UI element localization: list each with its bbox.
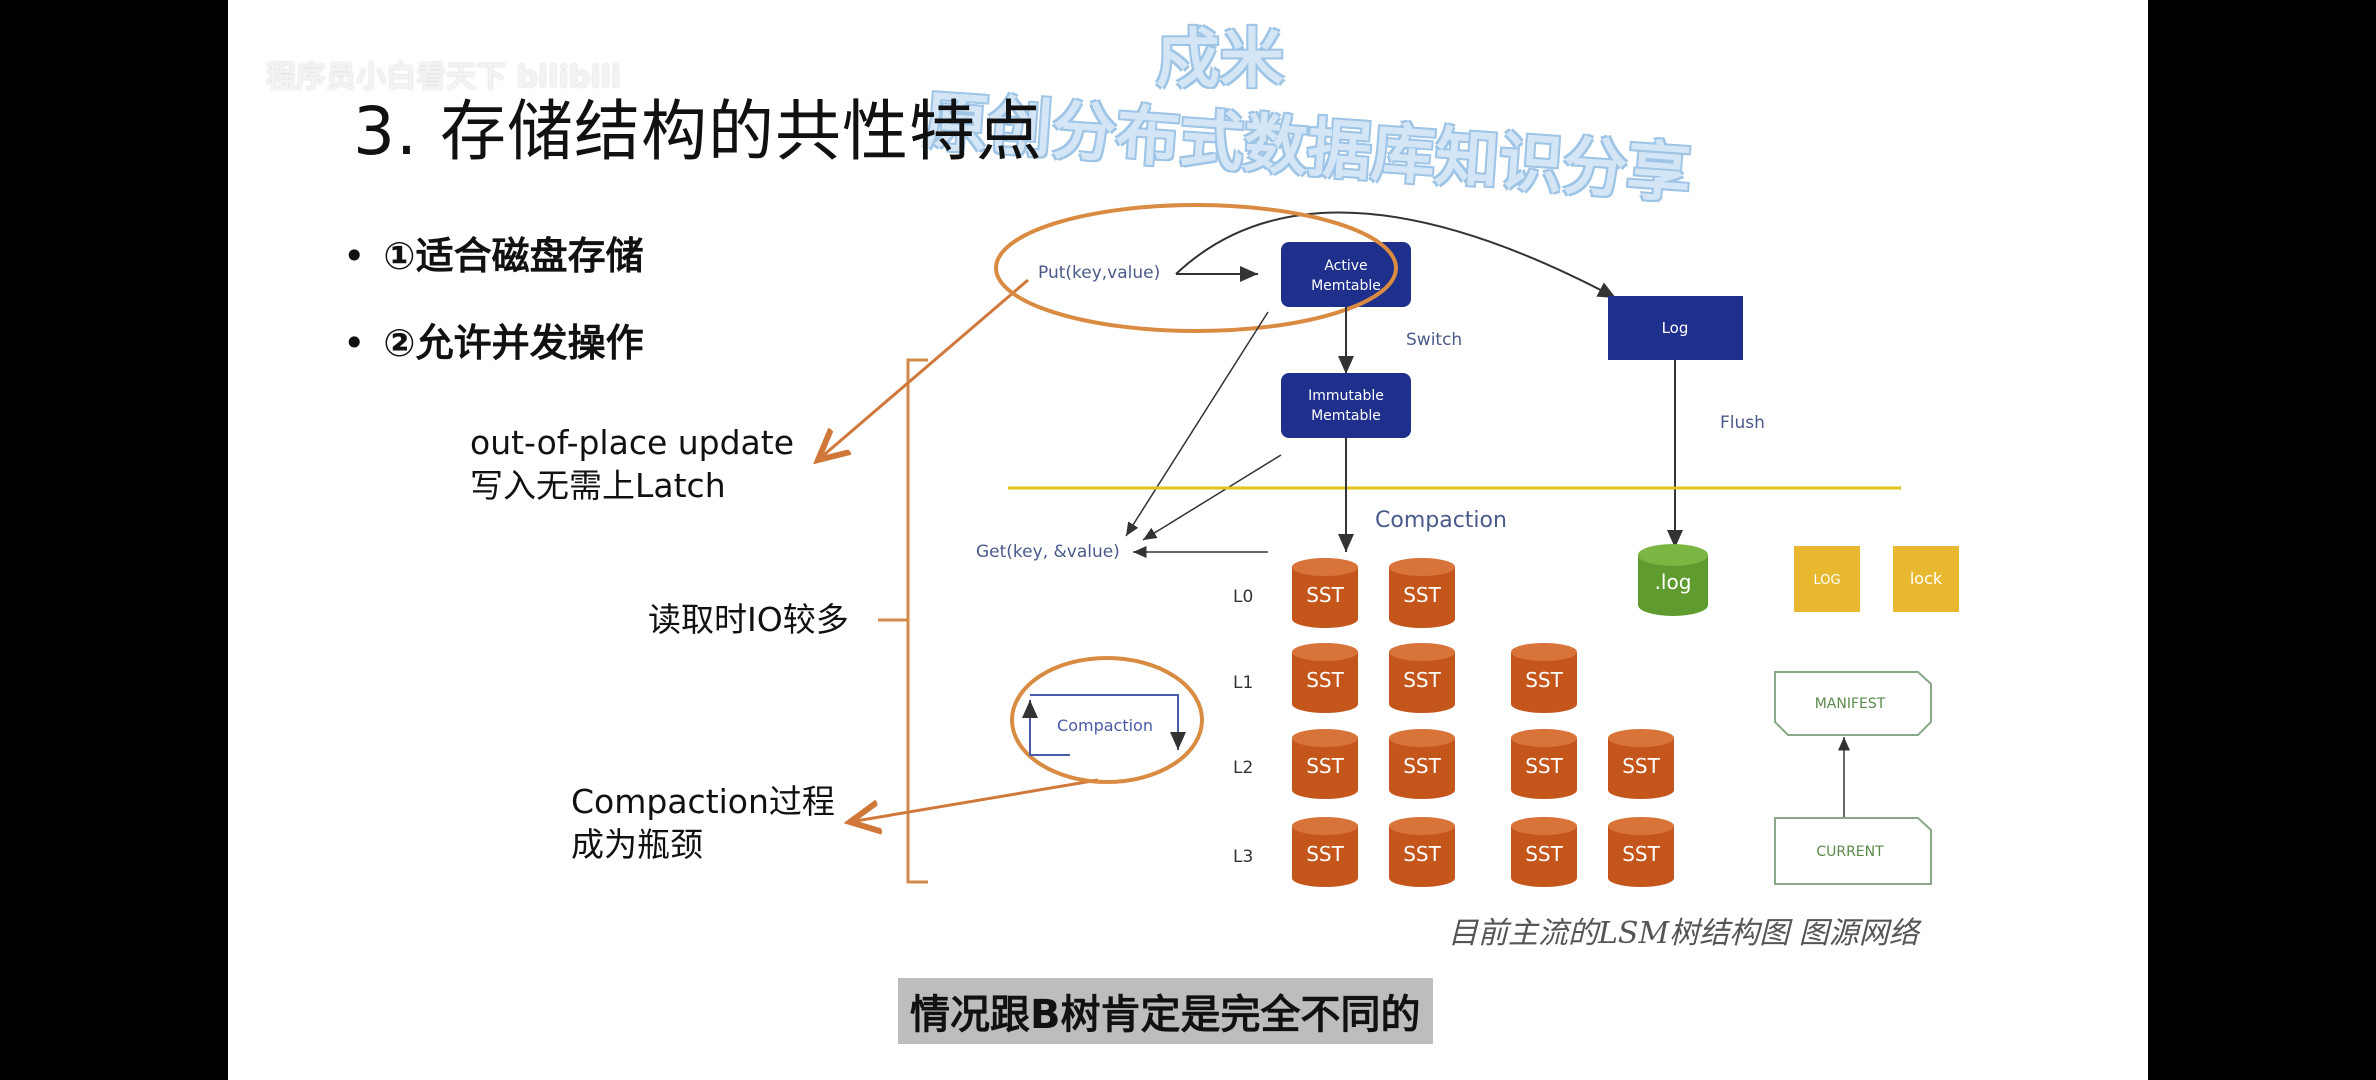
active-memtable-label: Memtable	[1311, 278, 1381, 294]
current-box	[1774, 817, 1932, 885]
note-line: out-of-place update	[470, 423, 795, 462]
sst-label: SST	[1525, 668, 1563, 692]
sst-file: SST	[1608, 729, 1674, 799]
sst-label: SST	[1403, 668, 1441, 692]
sst-file: SST	[1511, 817, 1577, 887]
slide: 程序员小白看天下 bilibili 戍米 原创分布式数据库知识分享 3. 存储结…	[228, 0, 2148, 1080]
sst-file: SST	[1292, 558, 1358, 628]
compaction-highlight-ring	[1010, 656, 1204, 784]
log-file-box	[1794, 546, 1860, 612]
compaction-loop-left	[1022, 700, 1070, 756]
get-from-immutable	[1142, 454, 1282, 541]
sst-label: SST	[1403, 842, 1441, 866]
lsm-tree-diagram: Put(key,value) Active Memtable Switch Im…	[228, 203, 1959, 887]
manifest-label: MANIFEST	[1815, 696, 1886, 712]
sst-label: SST	[1306, 583, 1344, 607]
compaction-loop-label: Compaction	[1057, 716, 1153, 735]
sst-label: SST	[1403, 583, 1441, 607]
immutable-memtable-box	[1281, 373, 1411, 438]
bullet-text: ②允许并发操作	[383, 321, 644, 365]
flush-label: Flush	[1720, 413, 1765, 433]
sst-label: SST	[1525, 842, 1563, 866]
sst-file: SST	[1389, 817, 1455, 887]
put-to-log-arrow	[1175, 211, 1617, 299]
get-from-active	[1125, 311, 1269, 537]
level-label: L2	[1233, 758, 1253, 778]
diagram-caption: 目前主流的LSM树结构图 图源网络	[1448, 916, 1919, 951]
get-label: Get(key, &value)	[976, 542, 1120, 562]
sst-file: SST	[1511, 643, 1577, 713]
top-left-watermark: 程序员小白看天下 bilibili	[266, 60, 622, 95]
video-subtitle: 情况跟B树肯定是完全不同的	[898, 978, 1433, 1044]
bullet-marker: •	[343, 234, 366, 278]
sst-file: SST	[1608, 817, 1674, 887]
switch-label: Switch	[1406, 330, 1462, 350]
note-line: 写入无需上Latch	[470, 466, 726, 505]
put-label: Put(key,value)	[1038, 263, 1160, 283]
sst-label: SST	[1306, 754, 1344, 778]
sst-label: SST	[1306, 842, 1344, 866]
note-compaction-bottleneck: Compaction过程 成为瓶颈	[571, 780, 835, 866]
pointer-compaction	[850, 778, 1099, 822]
sst-file: SST	[1292, 643, 1358, 713]
immutable-memtable-label: Immutable	[1308, 388, 1384, 404]
log-box	[1608, 296, 1743, 360]
left-bracket	[878, 358, 928, 884]
log-file-cylinder: .log	[1638, 544, 1708, 616]
active-memtable-box	[1281, 242, 1411, 307]
note-out-of-place: out-of-place update 写入无需上Latch	[470, 421, 794, 507]
lock-file-box	[1893, 546, 1959, 612]
note-read-io: 读取时IO较多	[648, 600, 849, 639]
sst-file: SST	[1292, 817, 1358, 887]
sst-label: SST	[1622, 754, 1660, 778]
put-highlight-ring	[994, 203, 1398, 333]
compaction-label: Compaction	[1375, 508, 1507, 533]
note-line: 成为瓶颈	[571, 825, 703, 864]
log-box-label: Log	[1662, 319, 1689, 337]
bullet-concurrency: • ②允许并发操作	[343, 312, 644, 367]
watermark-author: 戍米	[1156, 23, 1284, 97]
bullet-text: ①适合磁盘存储	[383, 234, 644, 278]
level-label: L3	[1233, 847, 1253, 867]
immutable-memtable-label: Memtable	[1311, 408, 1381, 424]
sst-file: SST	[1292, 729, 1358, 799]
bullet-disk-storage: • ①适合磁盘存储	[343, 225, 644, 280]
sst-file: SST	[1511, 729, 1577, 799]
sst-file: SST	[1389, 643, 1455, 713]
sst-file: SST	[1389, 729, 1455, 799]
note-line: Compaction过程	[571, 782, 835, 821]
level-label: L0	[1233, 587, 1253, 607]
sst-layer: SST SST SST SST SST SST SST SST SST SST SST SST SST	[1292, 558, 1674, 887]
sst-label: SST	[1306, 668, 1344, 692]
current-label: CURRENT	[1816, 844, 1884, 860]
lock-file-box-label: lock	[1910, 569, 1943, 588]
pointer-out-of-place	[818, 278, 1029, 460]
sst-file: SST	[1389, 558, 1455, 628]
active-memtable-label: Active	[1324, 258, 1367, 274]
log-file-label: .log	[1655, 570, 1692, 594]
bullet-marker: •	[343, 321, 366, 365]
slide-title: 3. 存储结构的共性特点	[353, 93, 1043, 170]
sst-label: SST	[1622, 842, 1660, 866]
manifest-box	[1774, 671, 1932, 736]
log-file-box-label: LOG	[1813, 573, 1840, 588]
level-label: L1	[1233, 673, 1253, 693]
compaction-loop-top	[1030, 694, 1186, 750]
sst-label: SST	[1403, 754, 1441, 778]
sst-label: SST	[1525, 754, 1563, 778]
